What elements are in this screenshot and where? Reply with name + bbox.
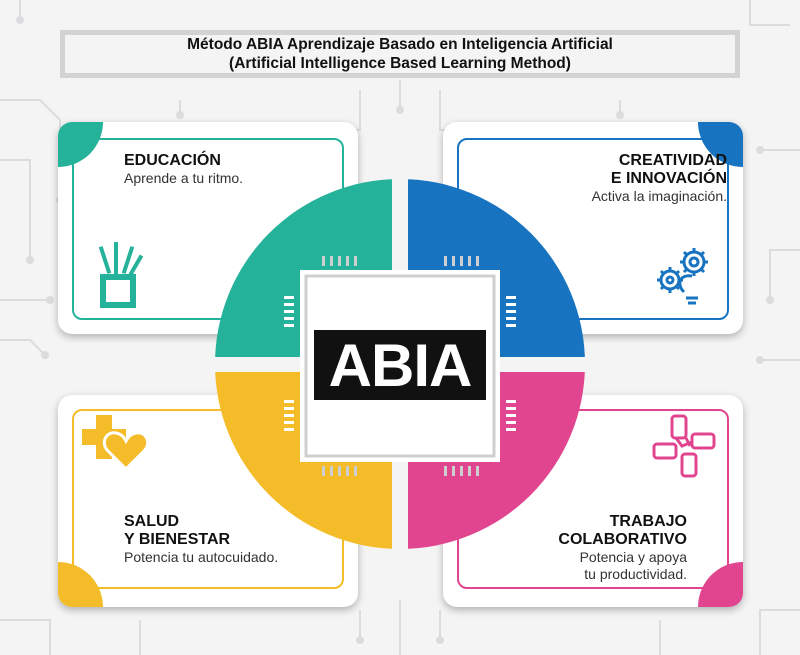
chip-pins-bottom [322,466,479,476]
title-box: Método ABIA Aprendizaje Basado en Inteli… [60,30,740,78]
salud-desc: Potencia tu autocuidado. [124,549,279,565]
creatividad-text: CREATIVIDAD E INNOVACIÓN Activa la imagi… [592,152,727,205]
chip-pins-left [284,296,294,431]
salud-title-2: Y BIENESTAR [124,531,231,548]
title-line-1: Método ABIA Aprendizaje Basado en Inteli… [187,36,613,53]
salud-text: SALUD Y BIENESTAR Potencia tu autocuidad… [124,513,278,566]
pencil-cup-icon [98,242,144,308]
chip-pins-right [506,296,516,431]
trabajo-desc-1: Potencia y apoya [579,549,687,565]
abia-label: ABIA [328,331,473,399]
creatividad-desc: Activa la imaginación. [591,188,727,204]
trabajo-text: TRABAJO COLABORATIVO Potencia y apoya tu… [558,513,687,583]
trabajo-title-2: COLABORATIVO [558,531,687,548]
creatividad-title-1: CREATIVIDAD [618,152,727,169]
trabajo-desc-2: tu productividad. [584,566,687,582]
chip-core [314,330,486,400]
joined-hands-icon [652,414,716,478]
cross-heart-icon [82,415,150,471]
educacion-title: EDUCACIÓN [124,152,221,169]
trabajo-title-1: TRABAJO [609,513,687,530]
creatividad-title-2: E INNOVACIÓN [610,170,727,187]
lightbulb-gears-icon [657,248,708,305]
chip-frame-inner [304,274,496,458]
educacion-text: EDUCACIÓN Aprende a tu ritmo. [124,152,243,187]
chip-pins-top [322,256,479,266]
salud-title-1: SALUD [124,513,180,530]
educacion-desc: Aprende a tu ritmo. [124,170,244,186]
title-line-2: (Artificial Intelligence Based Learning … [229,55,571,72]
